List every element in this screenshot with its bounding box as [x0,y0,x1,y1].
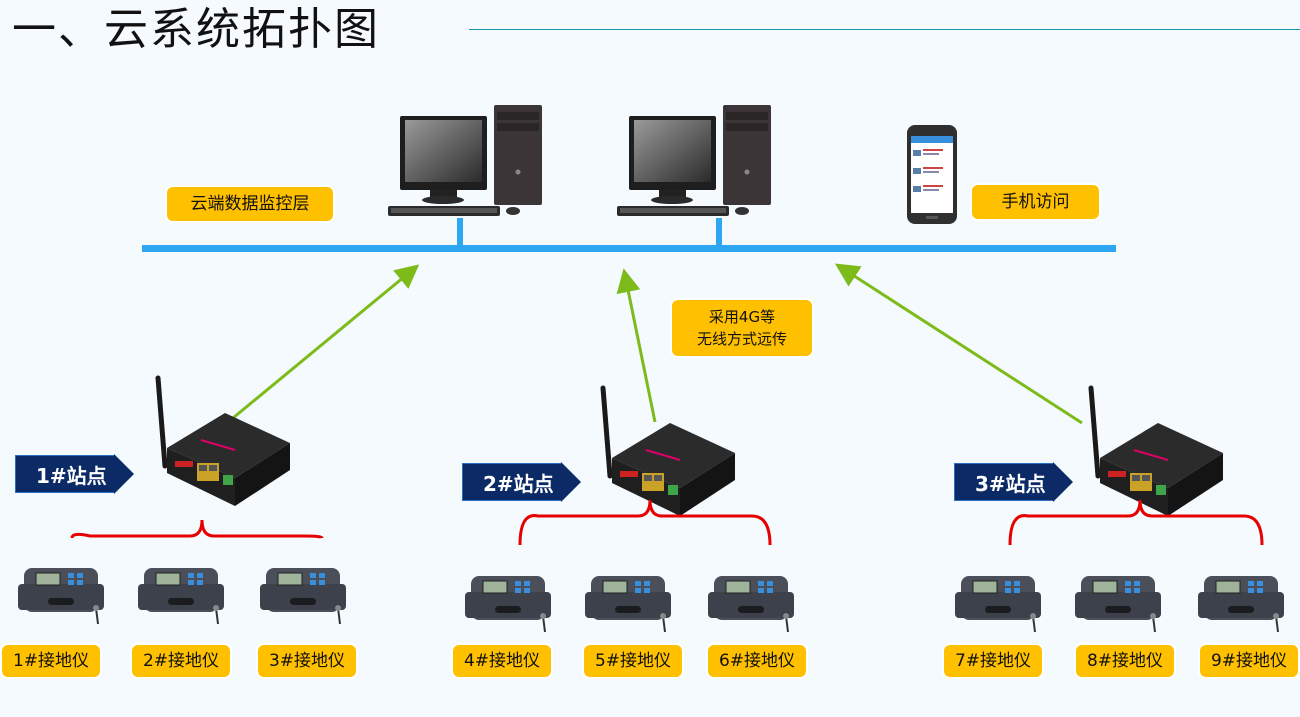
network-bus [142,245,1116,252]
router-4g-icon [600,385,735,516]
meter-label: 5#接地仪 [584,645,682,677]
group-bracket [1008,499,1264,546]
meter-label: 4#接地仪 [453,645,551,677]
transmission-label: 采用4G等 无线方式远传 [672,300,812,356]
meter-label: 9#接地仪 [1200,645,1298,677]
station-tag-3: 3#站点 [954,462,1073,502]
transmission-label-line2: 无线方式远传 [696,330,787,348]
meter-label: 1#接地仪 [2,645,100,677]
grounding-meter-icon [260,568,346,625]
meter-label: 3#接地仪 [258,645,356,677]
transmission-label-line1: 采用4G等 [708,308,776,326]
meter-label: 8#接地仪 [1076,645,1174,677]
station-tag-1: 1#站点 [15,454,134,494]
meter-label: 6#接地仪 [708,645,806,677]
router-4g-icon [155,375,290,506]
grounding-meter-icon [955,576,1041,633]
cloud-layer-label: 云端数据监控层 [167,187,333,221]
station-tag-arrow [114,454,134,494]
station-label: 1#站点 [15,455,115,493]
meter-label: 7#接地仪 [944,645,1042,677]
station-label: 3#站点 [954,463,1054,501]
mobile-phone-icon [907,125,957,224]
station-tag-2: 2#站点 [462,462,581,502]
bus-drop-1 [457,218,463,248]
router-4g-icon [1088,385,1223,516]
group-bracket [518,499,772,546]
station-tag-arrow [1053,462,1073,502]
mobile-access-label: 手机访问 [972,185,1099,219]
group-bracket [70,519,324,539]
bus-drop-2 [716,218,722,248]
title-divider [469,29,1300,30]
meter-label: 2#接地仪 [132,645,230,677]
station-tag-arrow [561,462,581,502]
uplink-arrow-3 [834,263,1083,425]
grounding-meter-icon [138,568,224,625]
grounding-meter-icon [1198,576,1284,633]
uplink-arrow-1 [232,264,420,420]
grounding-meter-icon [585,576,671,633]
page-title: 一、云系统拓扑图 [12,4,380,55]
grounding-meter-icon [18,568,104,625]
grounding-meter-icon [708,576,794,633]
desktop-computer-icon [617,105,771,216]
station-label: 2#站点 [462,463,562,501]
uplink-arrow-2 [616,268,657,423]
grounding-meter-icon [1075,576,1161,633]
grounding-meter-icon [465,576,551,633]
desktop-computer-icon [388,105,542,216]
